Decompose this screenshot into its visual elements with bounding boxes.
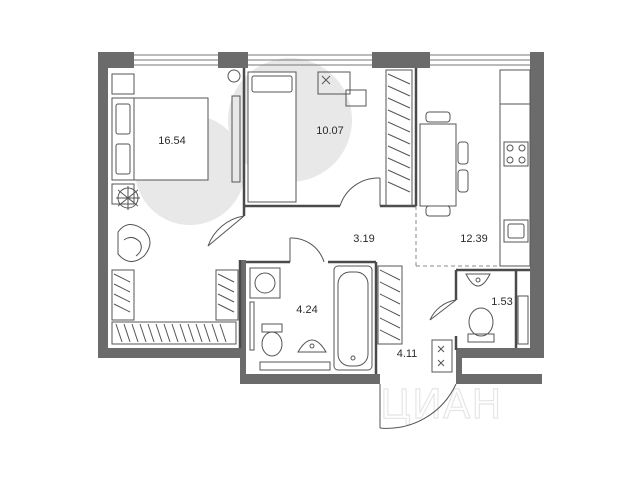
toilet-area: 1.53 [491, 296, 512, 308]
wall-bath-left [240, 260, 246, 384]
sink-icon [503, 219, 529, 243]
nightstand-icon [111, 183, 135, 205]
door-icon [289, 237, 325, 263]
window-icon [430, 54, 530, 66]
wardrobe-icon [385, 69, 413, 207]
fridge-icon [499, 69, 531, 105]
washing-machine-icon [249, 267, 281, 299]
plant-icon [116, 186, 140, 210]
toilet-cabinet-icon [517, 295, 529, 345]
desk-icon [317, 71, 367, 107]
entrance-area: 4.11 [397, 348, 418, 360]
dining-table-icon [419, 111, 469, 217]
kitchen-boundary [415, 206, 516, 267]
bed-icon [247, 71, 297, 203]
wall-bottom-mid [240, 374, 380, 384]
wardrobe-icon [215, 269, 239, 321]
bathroom-shelf-icon [259, 361, 331, 371]
kitchen-area: 12.39 [460, 233, 488, 245]
clock-icon [227, 69, 241, 83]
wall-left [98, 52, 108, 358]
toilet-icon [261, 323, 283, 357]
wardrobe-icon [111, 269, 135, 321]
door-icon [339, 177, 381, 207]
mirror-icon [231, 95, 241, 183]
window-icon [134, 54, 218, 66]
bed-icon [111, 97, 209, 181]
hallway-area: 3.19 [353, 233, 374, 245]
armchair-icon [117, 224, 151, 262]
sink-icon [297, 339, 327, 353]
bathtub-icon [333, 265, 373, 371]
shoe-cabinet-icon [431, 339, 453, 373]
bathroom-area: 4.24 [296, 304, 317, 316]
furniture [111, 69, 531, 373]
door-icon [207, 215, 245, 247]
bathroom-cabinet-icon [249, 301, 255, 351]
window-icon [248, 54, 372, 66]
wall-bottom-right [456, 374, 542, 384]
wall-entrance-right [456, 350, 462, 384]
wall-bottom-left [98, 348, 243, 358]
windows [134, 54, 530, 66]
doors [207, 177, 457, 429]
nightstand-icon [111, 73, 135, 95]
outer-walls [98, 52, 544, 384]
stove-icon [503, 141, 529, 167]
wall-top-2 [218, 52, 248, 68]
bedroom-area: 16.54 [158, 135, 186, 147]
sink-icon [465, 273, 491, 287]
counter-icon [499, 103, 531, 267]
wall-toilet-bottom [456, 348, 544, 358]
toilet-icon [467, 307, 495, 343]
children-room-area: 10.07 [316, 125, 344, 137]
wall-right [530, 52, 544, 358]
wardrobe-icon [377, 265, 403, 345]
door-icon [429, 299, 457, 321]
watermark: ЦИАН [380, 382, 502, 428]
wardrobe-icon [111, 321, 237, 345]
area-labels: 16.54 10.07 3.19 12.39 4.24 1.53 4.11 [158, 125, 512, 360]
wall-top-3 [372, 52, 430, 68]
door-icon [379, 383, 457, 429]
